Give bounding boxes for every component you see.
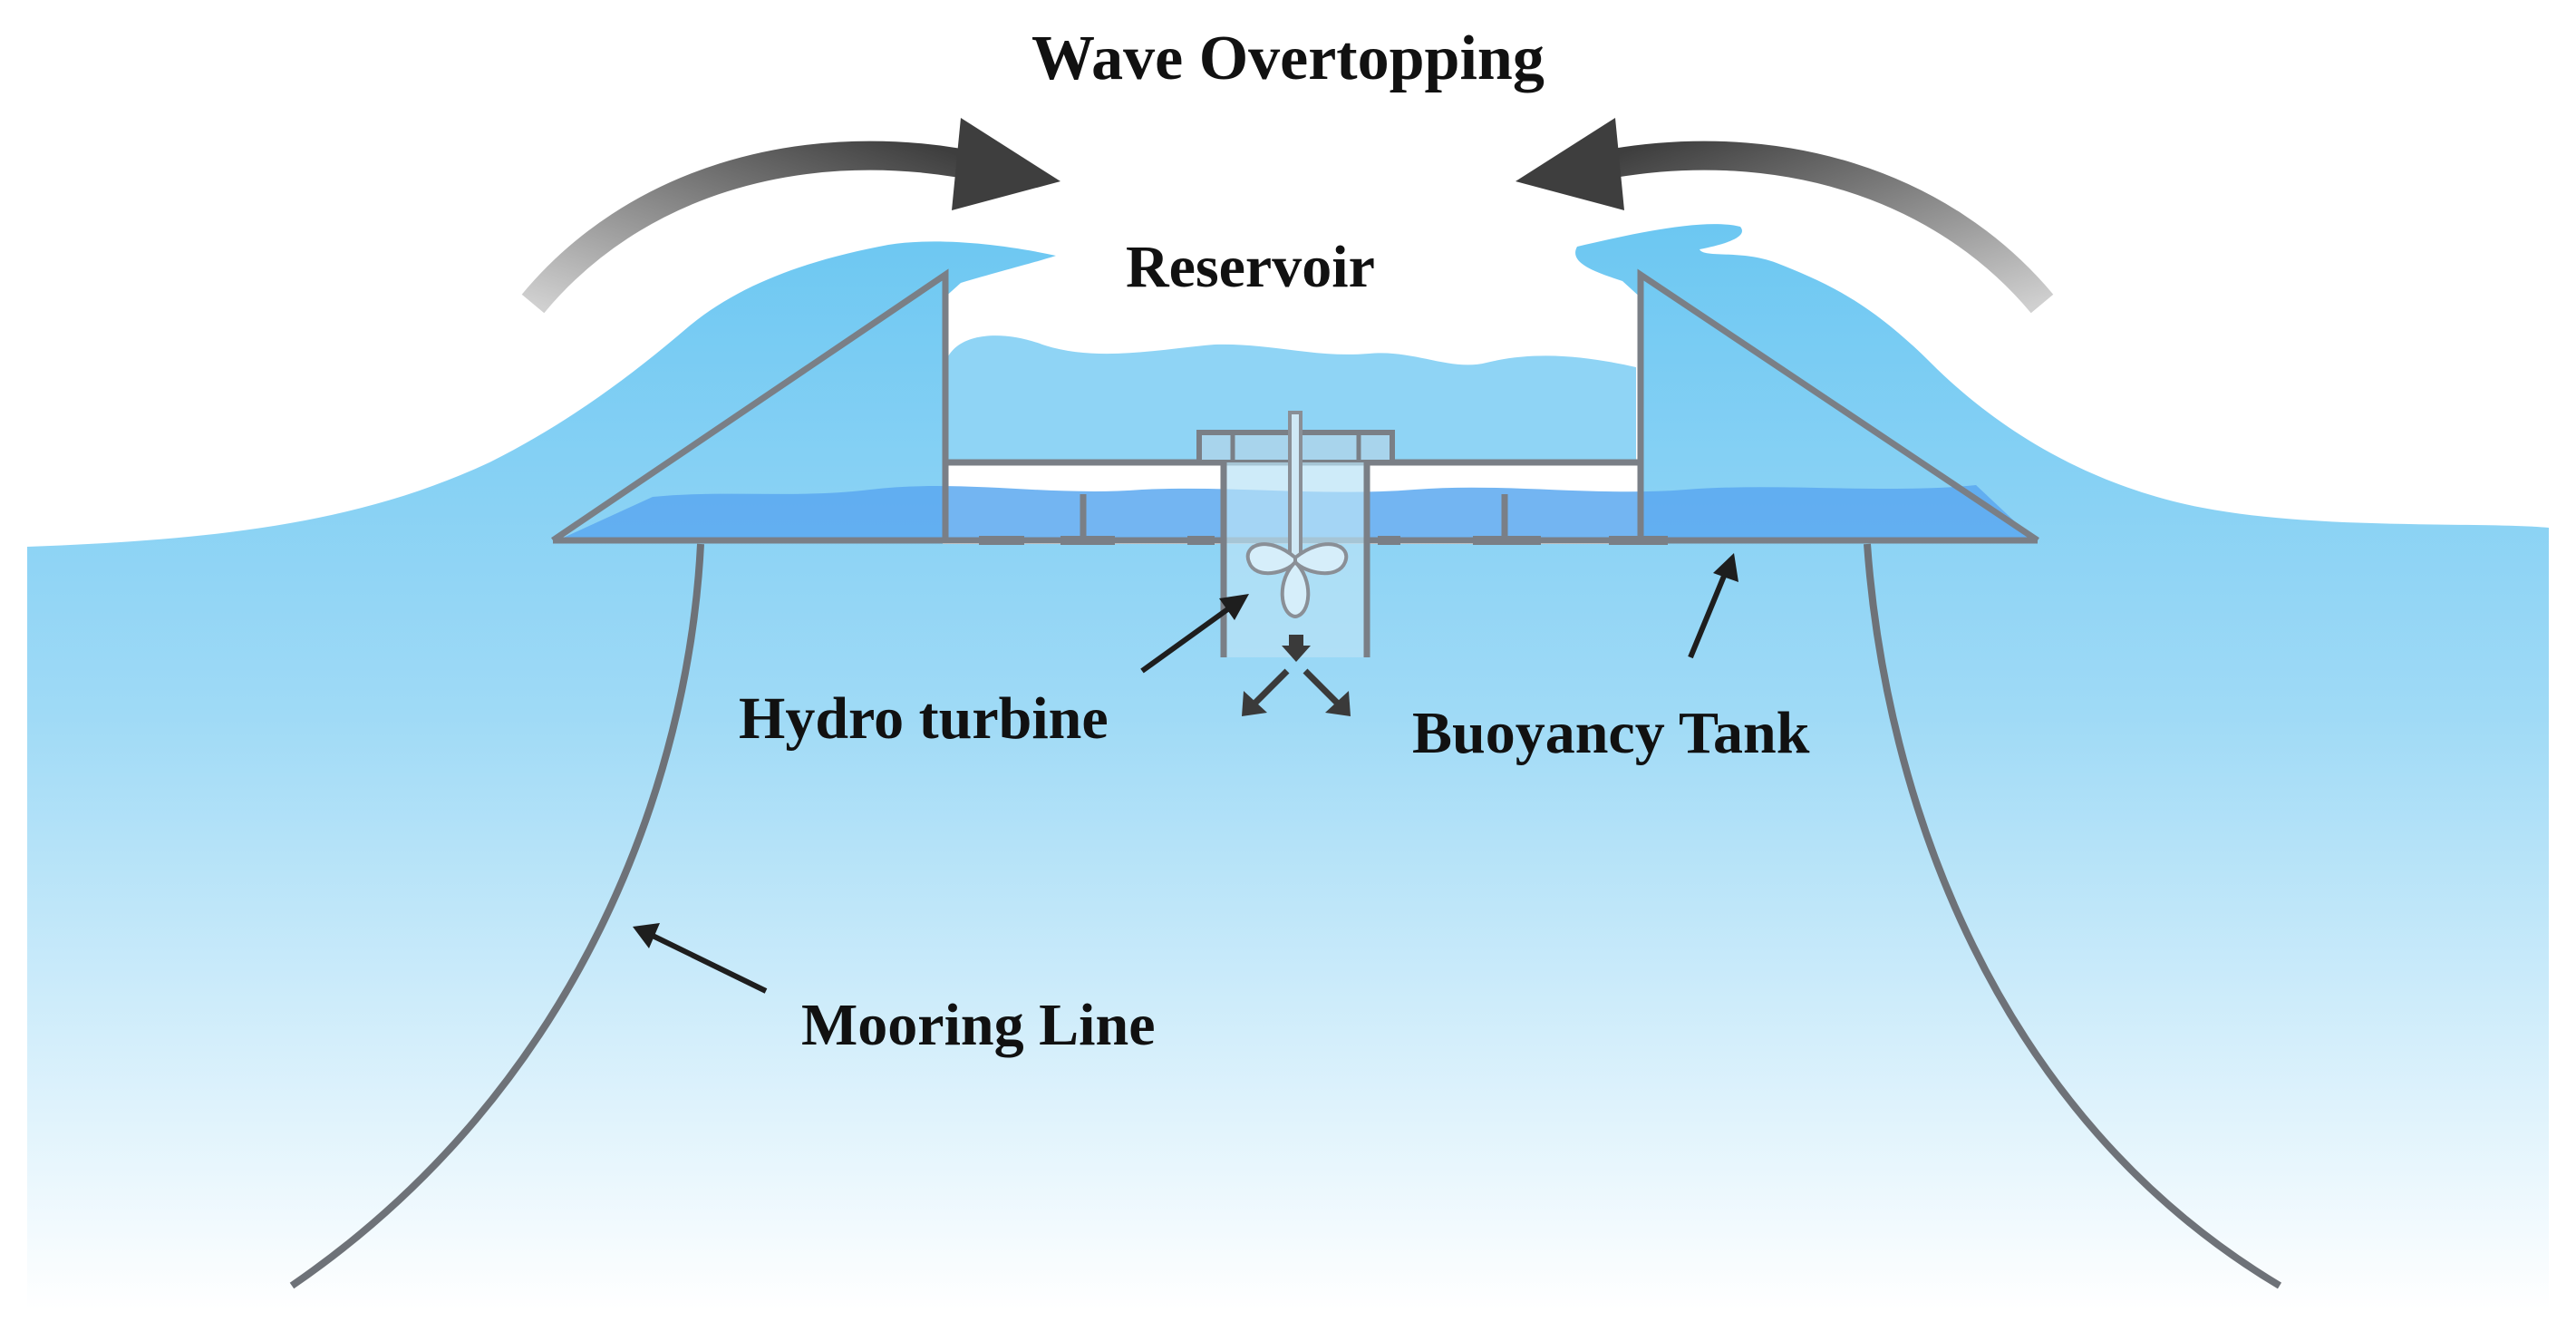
mooring-line-left bbox=[289, 543, 704, 1289]
diagram-title: Wave Overtopping bbox=[1031, 24, 1545, 93]
buoyancy-tank-label: Buoyancy Tank bbox=[1412, 700, 1810, 766]
pointer-arrow-icon bbox=[633, 553, 1738, 994]
reservoir-label: Reservoir bbox=[1126, 234, 1375, 300]
turbine-icon bbox=[1245, 411, 1349, 619]
turbine-label: Hydro turbine bbox=[739, 685, 1109, 752]
outflow-arrow-icon bbox=[1242, 635, 1351, 716]
reservoir-water bbox=[947, 335, 1636, 462]
curved-arrow-icon bbox=[521, 118, 1060, 314]
curved-arrow-icon bbox=[1516, 118, 2054, 314]
mooring-line-right bbox=[1864, 543, 2282, 1289]
mooring-line-label: Mooring Line bbox=[801, 992, 1156, 1058]
